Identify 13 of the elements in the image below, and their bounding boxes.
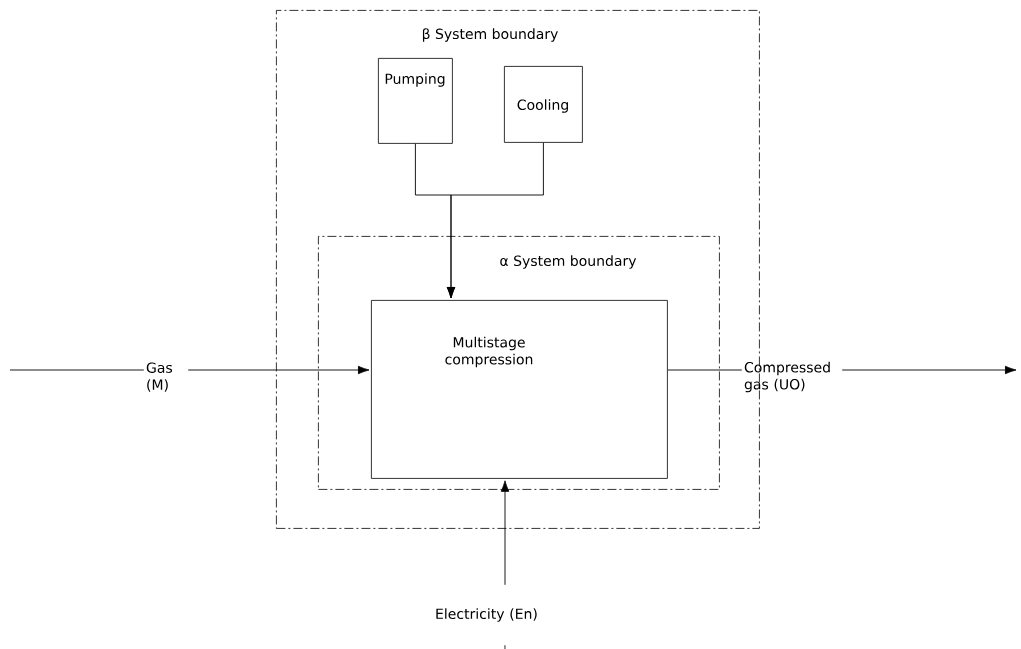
arrow — [187, 365, 370, 375]
connector-line — [504, 644, 506, 649]
process-box: Pumping — [378, 58, 453, 144]
flow-label: Compressed gas (UO) — [744, 361, 830, 393]
arrow — [841, 365, 1017, 375]
process-box: Multistage compression — [371, 300, 668, 479]
arrow — [446, 142, 544, 299]
flow-label: Gas (M) — [146, 362, 173, 392]
flow-label: Electricity (En) — [436, 608, 537, 622]
process-box: Cooling — [504, 66, 583, 143]
connector-line — [9, 369, 145, 371]
connector-line — [667, 369, 743, 371]
arrow — [500, 480, 510, 586]
